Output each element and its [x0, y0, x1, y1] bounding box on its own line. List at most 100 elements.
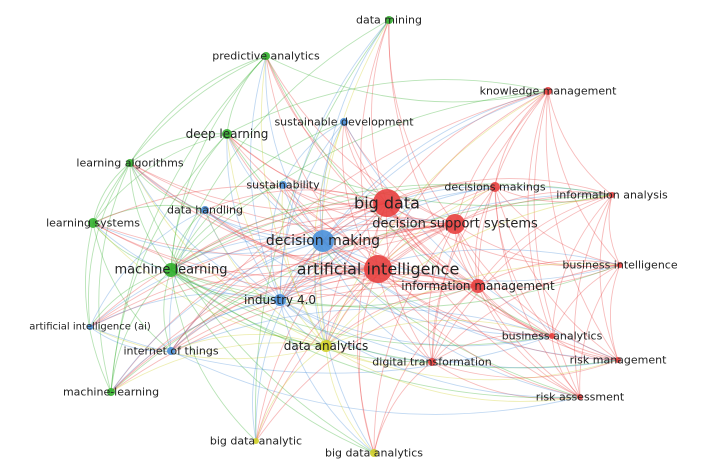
link-edge — [226, 133, 281, 301]
edge-layer — [85, 19, 621, 454]
keyword-node[interactable] — [107, 388, 115, 396]
link-edge — [322, 218, 456, 242]
link-edge — [226, 133, 581, 398]
keyword-label[interactable]: learning algorithms — [76, 157, 183, 170]
link-edge — [129, 162, 206, 211]
keyword-label[interactable]: digital transformation — [372, 356, 491, 369]
keyword-node[interactable] — [87, 324, 93, 330]
link-edge — [494, 90, 549, 188]
keyword-label[interactable]: predictive analytics — [212, 50, 320, 63]
keyword-label[interactable]: sustainable development — [274, 116, 414, 129]
link-edge — [255, 223, 456, 442]
link-edge — [279, 299, 553, 347]
link-edge — [265, 55, 549, 103]
link-edge — [343, 121, 479, 287]
link-edge — [279, 90, 549, 301]
link-edge — [226, 133, 327, 347]
keyword-node[interactable] — [445, 214, 465, 234]
link-edge — [454, 191, 613, 225]
keyword-label[interactable]: risk management — [570, 354, 668, 367]
keyword-node[interactable] — [253, 438, 259, 444]
link-edge — [226, 133, 613, 207]
keyword-node[interactable] — [364, 255, 392, 283]
link-edge — [92, 222, 379, 278]
keyword-label[interactable]: data mining — [356, 14, 422, 27]
link-edge — [386, 202, 619, 361]
keyword-label[interactable]: decision support systems — [372, 217, 538, 232]
keyword-node[interactable] — [490, 182, 500, 192]
link-edge — [608, 194, 621, 266]
link-edge — [341, 121, 379, 270]
keyword-label[interactable]: internet of things — [123, 345, 218, 358]
keyword-label[interactable]: decision making — [266, 233, 380, 249]
keyword-node[interactable] — [340, 118, 348, 126]
keyword-label[interactable]: industry 4.0 — [244, 293, 316, 307]
keyword-node[interactable] — [126, 159, 134, 167]
link-edge — [281, 184, 327, 347]
link-edge — [170, 121, 345, 271]
keyword-node[interactable] — [312, 230, 334, 252]
keyword-node[interactable] — [279, 181, 287, 189]
keyword-node[interactable] — [428, 358, 436, 366]
keyword-label[interactable]: machine learning — [114, 263, 227, 278]
keyword-node[interactable] — [222, 129, 232, 139]
link-edge — [170, 269, 327, 347]
keyword-node[interactable] — [201, 206, 209, 214]
keyword-label[interactable]: artificial intelligence (ai) — [29, 322, 151, 333]
link-edge — [226, 55, 267, 135]
keyword-node[interactable] — [549, 333, 555, 339]
link-edge — [170, 280, 479, 352]
link-edge — [89, 293, 281, 328]
keyword-node[interactable] — [385, 16, 393, 24]
keyword-node[interactable] — [88, 218, 98, 228]
link-edge — [533, 90, 581, 398]
keyword-label[interactable]: business intelligence — [562, 259, 677, 272]
link-edge — [170, 240, 324, 352]
keyword-label[interactable]: risk assessment — [536, 391, 625, 404]
link-edge — [226, 79, 549, 135]
link-edge — [89, 202, 388, 328]
link-edge — [377, 90, 549, 270]
keyword-node[interactable] — [274, 294, 286, 306]
keyword-node[interactable] — [544, 87, 552, 95]
keyword-node[interactable] — [471, 279, 485, 293]
keyword-label[interactable]: knowledge management — [480, 85, 617, 98]
link-edge — [494, 186, 613, 203]
keyword-node[interactable] — [617, 262, 623, 268]
keyword-node[interactable] — [370, 449, 378, 457]
link-edge — [255, 202, 388, 442]
keyword-label[interactable]: deep learning — [186, 127, 269, 141]
keyword-label[interactable]: business analytics — [502, 330, 603, 343]
keyword-label[interactable]: decisions makings — [444, 181, 545, 194]
link-edge — [319, 19, 390, 347]
keyword-label[interactable]: artificial intelligence — [297, 260, 460, 279]
link-edge — [110, 194, 613, 393]
keyword-label[interactable]: data handling — [167, 204, 243, 217]
link-edge — [170, 90, 549, 271]
link-edge — [475, 186, 496, 287]
link-edge — [360, 19, 390, 270]
keyword-label[interactable]: big data analytic — [210, 435, 302, 448]
keyword-node[interactable] — [577, 394, 583, 400]
keyword-node[interactable] — [262, 52, 270, 60]
keyword-label[interactable]: big data analytics — [325, 447, 423, 460]
keyword-node[interactable] — [615, 357, 621, 363]
link-edge — [129, 162, 172, 271]
link-edge — [373, 361, 433, 454]
keyword-label[interactable]: data analytics — [284, 339, 368, 353]
keyword-label[interactable]: machine-learning — [63, 386, 159, 399]
link-edge — [85, 222, 112, 393]
keyword-label[interactable]: information analysis — [556, 189, 668, 202]
link-edge — [279, 299, 619, 369]
keyword-label[interactable]: learning systems — [46, 217, 140, 230]
keyword-node[interactable] — [164, 263, 178, 277]
keyword-label[interactable]: big data — [354, 194, 420, 213]
keyword-label[interactable]: information management — [401, 279, 555, 293]
keyword-node[interactable] — [167, 347, 175, 355]
keyword-node[interactable] — [320, 340, 332, 352]
keyword-node[interactable] — [609, 192, 615, 198]
link-edge — [322, 240, 433, 363]
keyword-node[interactable] — [373, 189, 401, 217]
keyword-label[interactable]: sustainability — [246, 179, 320, 192]
link-edge — [477, 285, 619, 361]
